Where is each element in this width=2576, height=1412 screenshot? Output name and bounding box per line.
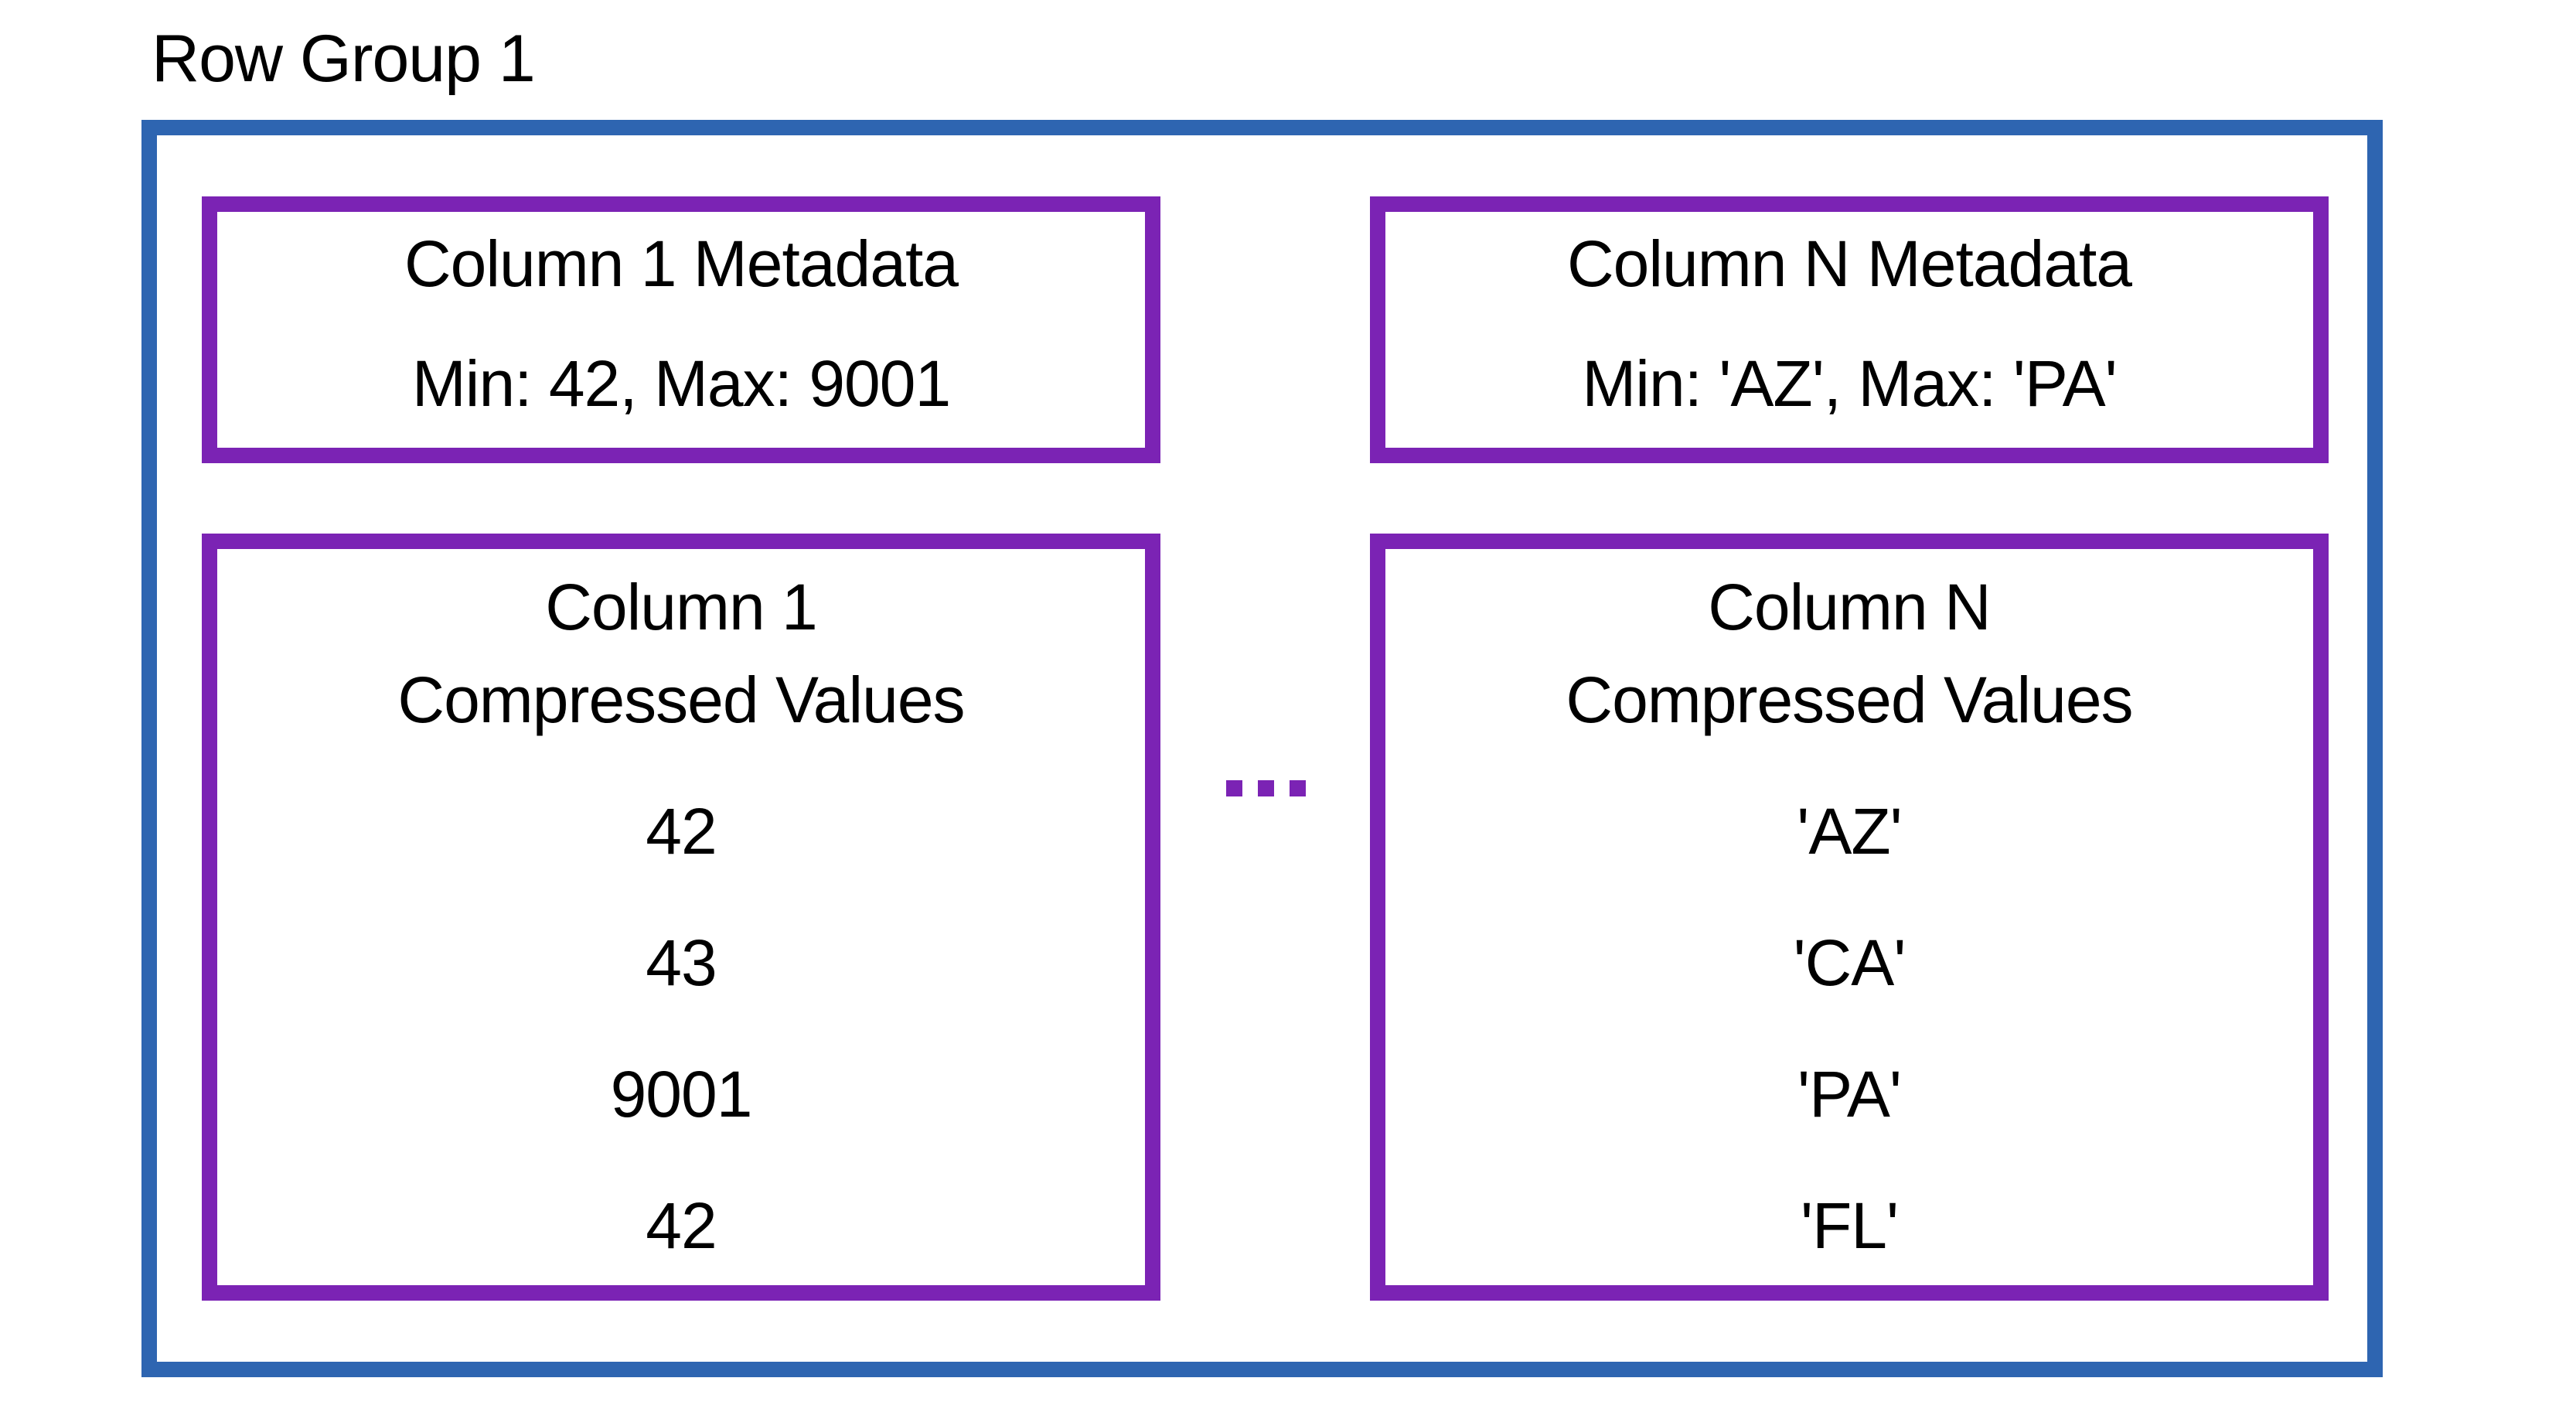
column-1-metadata-minmax: Min: 42, Max: 9001 [411, 347, 951, 420]
column-1-values-subtitle: Compressed Values [397, 663, 965, 736]
column-n-metadata-box: Column N Metadata Min: 'AZ', Max: 'PA' [1370, 196, 2329, 463]
column-n-metadata-title: Column N Metadata [1566, 227, 2132, 300]
column-1-metadata-title: Column 1 Metadata [404, 227, 959, 300]
column-1-values-title: Column 1 [545, 571, 818, 643]
ellipsis-dot-icon [1258, 780, 1274, 796]
column-n-value: 'FL' [1800, 1189, 1899, 1262]
column-n-value: 'PA' [1797, 1058, 1902, 1131]
column-1-values-box: Column 1 Compressed Values 42 43 9001 42 [202, 534, 1160, 1301]
column-1-value: 42 [646, 795, 717, 868]
row-group-title: Row Group 1 [152, 22, 536, 96]
column-n-value: 'CA' [1793, 926, 1906, 999]
column-n-metadata-minmax: Min: 'AZ', Max: 'PA' [1582, 347, 2117, 420]
ellipsis-dot-icon [1290, 780, 1306, 796]
column-1-value: 9001 [610, 1058, 753, 1131]
column-n-values-subtitle: Compressed Values [1566, 663, 2133, 736]
column-1-value: 43 [646, 926, 717, 999]
column-n-value: 'AZ' [1797, 795, 1902, 868]
ellipsis-dot-icon [1226, 780, 1242, 796]
column-1-metadata-box: Column 1 Metadata Min: 42, Max: 9001 [202, 196, 1160, 463]
column-1-value: 42 [646, 1189, 717, 1262]
column-n-values-title: Column N [1708, 571, 1991, 643]
column-n-values-box: Column N Compressed Values 'AZ' 'CA' 'PA… [1370, 534, 2329, 1301]
ellipsis-dots [1226, 780, 1306, 796]
